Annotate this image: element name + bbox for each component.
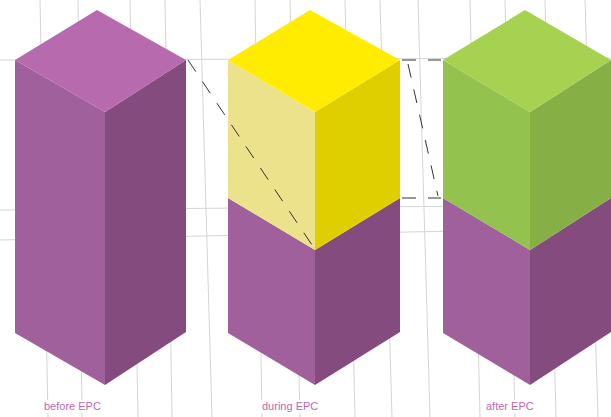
dashed-guides [188, 60, 441, 248]
stage-label: before EPC [42, 400, 103, 413]
stage-label: after EPC [484, 400, 536, 413]
prism-during [228, 10, 400, 385]
prism-after [443, 10, 611, 385]
stage-label: during EPC [260, 400, 320, 413]
prism-before [15, 10, 186, 385]
